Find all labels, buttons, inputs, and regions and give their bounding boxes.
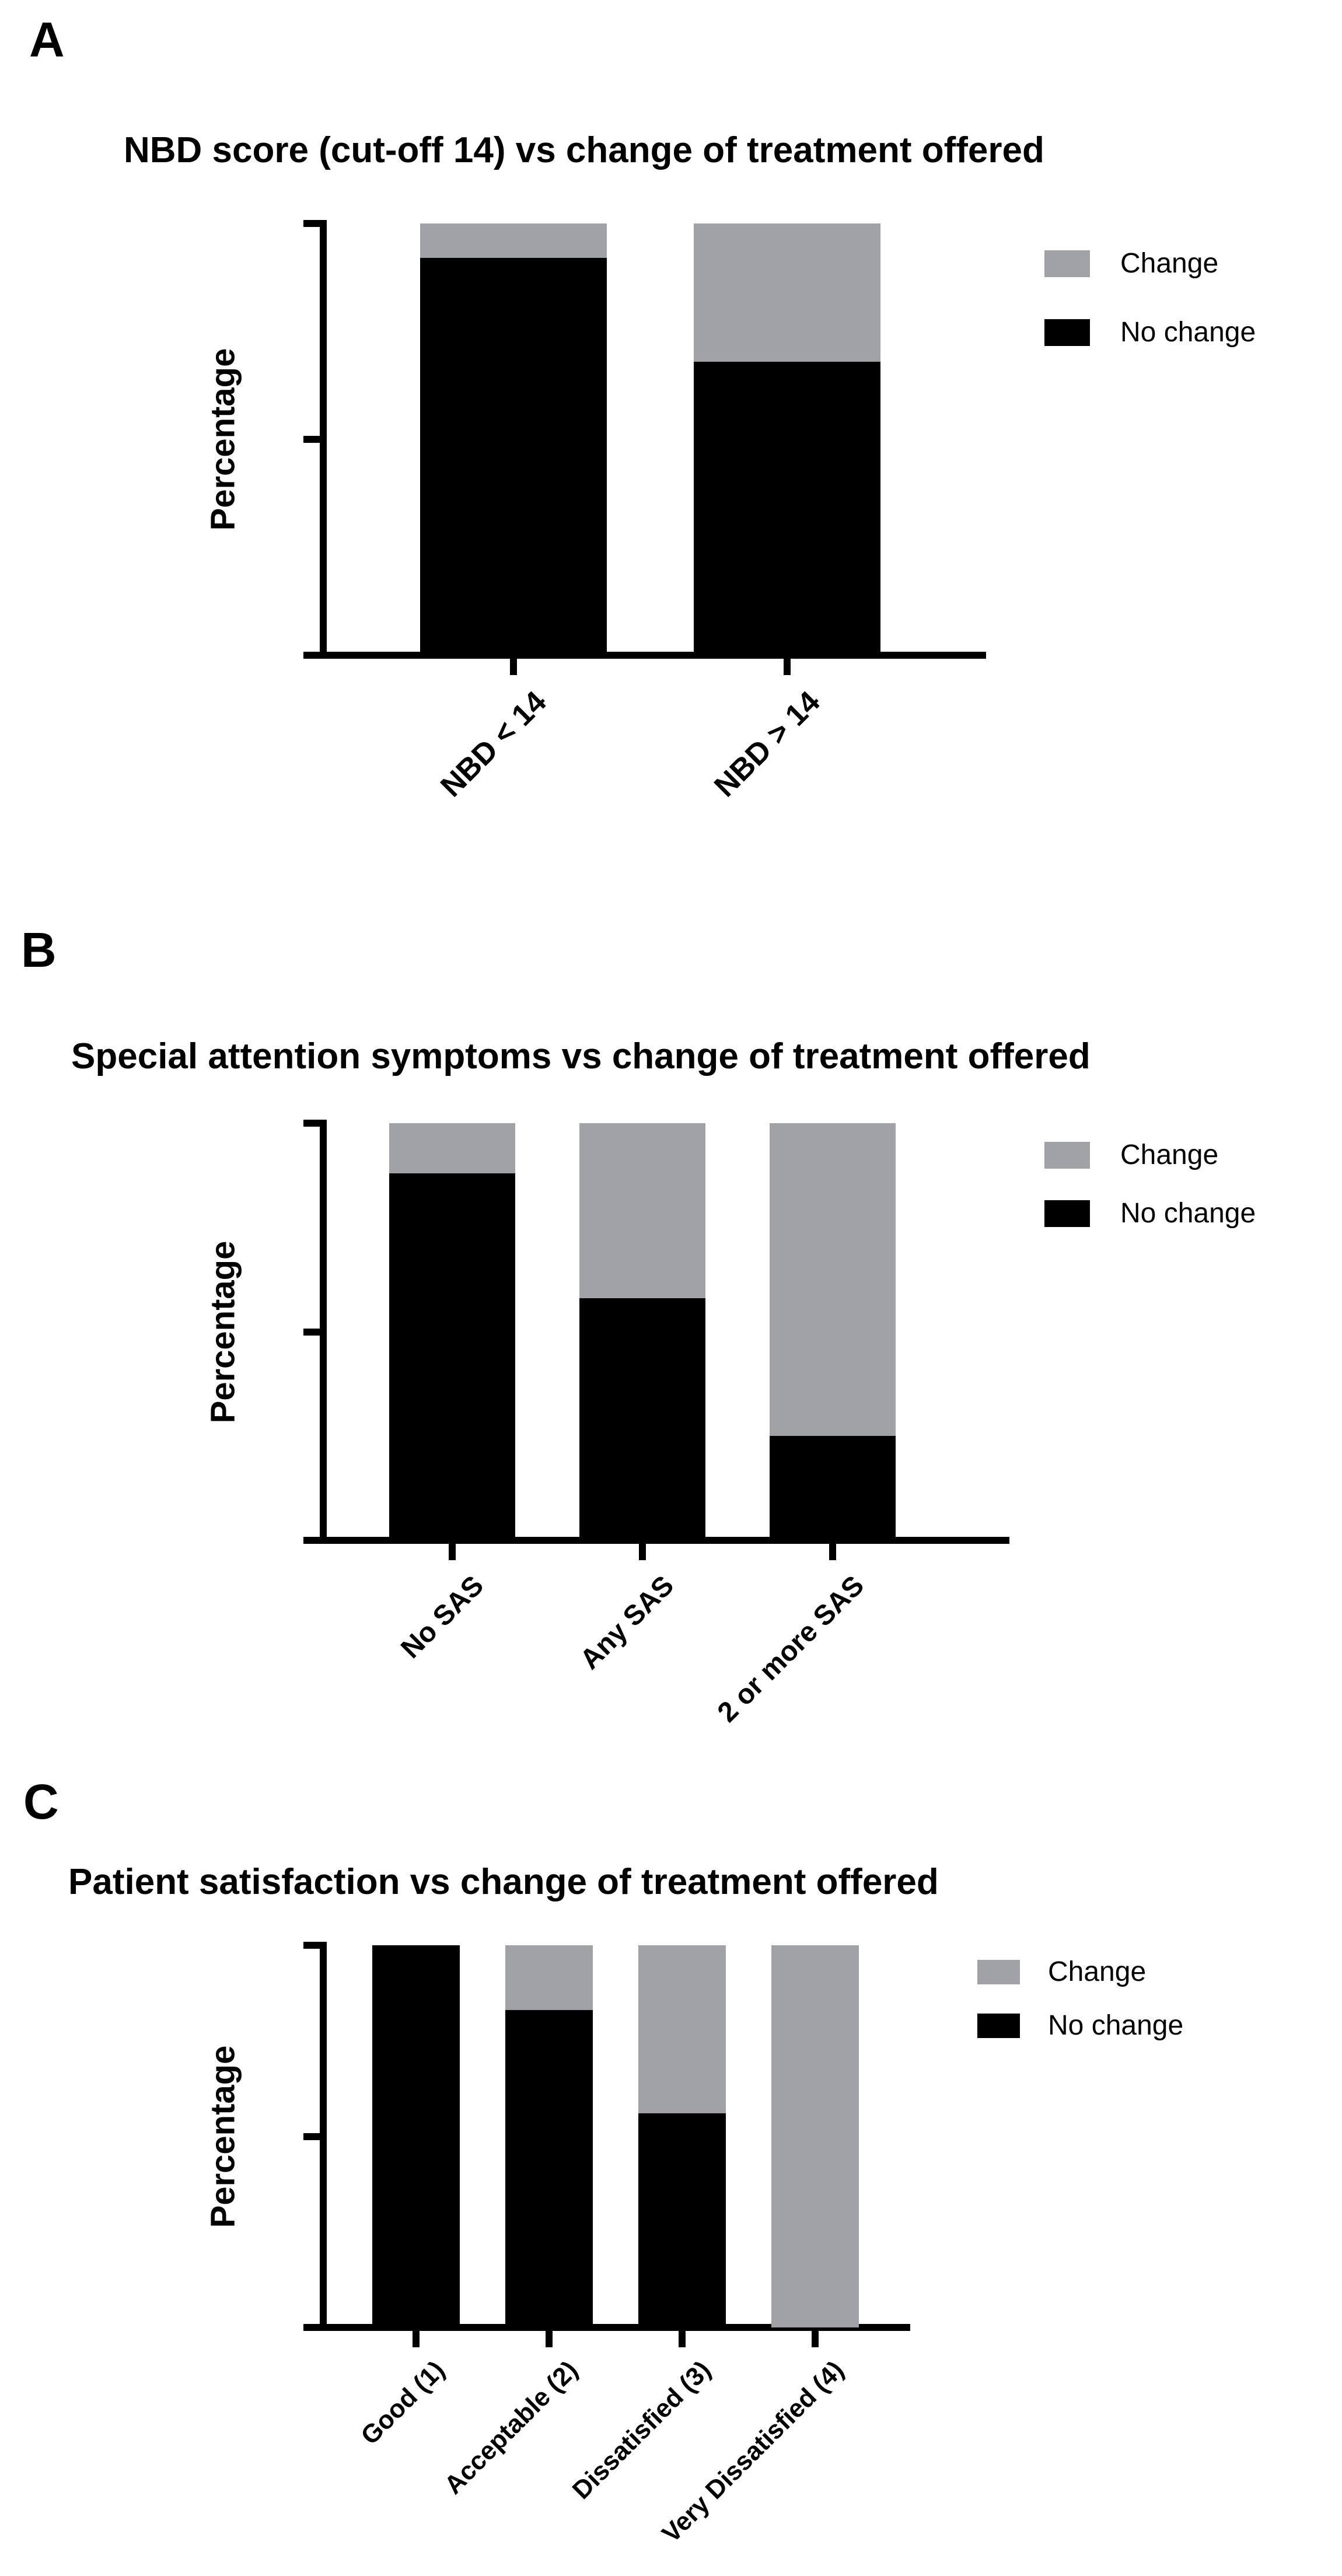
- chart-title: Patient satisfaction vs change of treatm…: [68, 1862, 939, 1902]
- bar-segment-no-change: [420, 258, 607, 655]
- y-axis-label: Percentage: [204, 1240, 242, 1423]
- x-tick-mark: [679, 2331, 686, 2347]
- bar-segment-no-change: [579, 1298, 705, 1540]
- bar-segment-no-change: [505, 2010, 593, 2327]
- bar-segment-change: [694, 223, 880, 362]
- x-tick-label: 2 or more SAS: [711, 1570, 871, 1729]
- legend-item-change: Change: [1044, 247, 1218, 279]
- stacked-bar-nbd-14: [420, 223, 607, 655]
- bar-segment-change: [770, 1123, 896, 1436]
- legend-label-no-change: No change: [1120, 1198, 1256, 1229]
- legend-label-change: Change: [1120, 1140, 1219, 1170]
- legend-label-no-change: No change: [1048, 2010, 1184, 2041]
- y-tick-mark: [303, 436, 320, 443]
- legend-swatch-no-change: [1044, 1200, 1090, 1227]
- legend-swatch-change: [1044, 250, 1090, 277]
- y-tick-mark: [303, 1328, 320, 1336]
- y-axis-line: [320, 1120, 327, 1544]
- y-tick-mark: [303, 2133, 320, 2140]
- bar-segment-change: [389, 1123, 515, 1173]
- stacked-bar-no-sas: [389, 1123, 515, 1540]
- legend-item-no-change: No change: [1044, 1197, 1256, 1229]
- x-tick-mark: [413, 2331, 420, 2347]
- x-tick-mark: [812, 2331, 819, 2347]
- y-tick-mark: [303, 652, 320, 659]
- legend-swatch-change: [977, 1959, 1020, 1984]
- x-tick-label: Any SAS: [574, 1570, 680, 1676]
- x-tick-label: NBD < 14: [434, 684, 553, 804]
- legend-label-change: Change: [1048, 1956, 1147, 1987]
- y-tick-mark: [303, 1120, 320, 1127]
- x-tick-mark: [510, 659, 517, 675]
- chart-title: Special attention symptoms vs change of …: [71, 1036, 1091, 1076]
- legend-item-change: Change: [977, 1956, 1146, 1988]
- stacked-bar-any-sas: [579, 1123, 705, 1540]
- x-tick-mark: [784, 659, 791, 675]
- x-tick-label: NBD > 14: [708, 684, 827, 804]
- y-axis-line: [320, 220, 327, 659]
- bar-segment-no-change: [372, 1945, 460, 2327]
- bar-segment-change: [505, 1945, 593, 2011]
- stacked-bar-2-or-more-sas: [770, 1123, 896, 1540]
- bar-segment-change: [420, 223, 607, 258]
- y-tick-mark: [303, 220, 320, 227]
- stacked-bar-good-1-: [372, 1945, 460, 2327]
- stacked-bar-nbd-14: [694, 223, 880, 655]
- bar-segment-no-change: [638, 2113, 726, 2327]
- bar-segment-change: [638, 1945, 726, 2114]
- legend-swatch-no-change: [977, 2013, 1020, 2038]
- legend-label-change: Change: [1120, 248, 1219, 279]
- x-tick-label: No SAS: [395, 1570, 490, 1665]
- panel-letter: A: [29, 12, 65, 67]
- stacked-bar-very-dissatisfied-4-: [771, 1945, 859, 2327]
- x-tick-mark: [639, 1544, 646, 1560]
- panel-letter: C: [23, 1774, 59, 1829]
- legend-label-no-change: No change: [1120, 317, 1256, 348]
- x-tick-mark: [829, 1544, 836, 1560]
- x-tick-mark: [546, 2331, 553, 2347]
- legend-item-no-change: No change: [1044, 316, 1256, 348]
- bar-segment-no-change: [694, 361, 880, 655]
- x-axis-line: [320, 2324, 910, 2331]
- bar-segment-no-change: [770, 1436, 896, 1540]
- stacked-bar-dissatisfied-3-: [638, 1945, 726, 2327]
- legend-item-no-change: No change: [977, 2009, 1183, 2042]
- panel-letter: B: [21, 922, 57, 977]
- y-axis-label: Percentage: [204, 348, 242, 531]
- y-tick-mark: [303, 1942, 320, 1949]
- bar-segment-no-change: [389, 1173, 515, 1540]
- bar-segment-change: [579, 1123, 705, 1299]
- chart-title: NBD score (cut-off 14) vs change of trea…: [124, 130, 1044, 170]
- x-tick-mark: [449, 1544, 456, 1560]
- y-axis-line: [320, 1942, 327, 2331]
- legend-swatch-change: [1044, 1141, 1090, 1169]
- legend-swatch-no-change: [1044, 319, 1090, 346]
- bar-segment-change: [771, 1945, 859, 2327]
- y-axis-label: Percentage: [204, 2045, 242, 2228]
- stacked-bar-acceptable-2-: [505, 1945, 593, 2327]
- y-tick-mark: [303, 2324, 320, 2331]
- legend-item-change: Change: [1044, 1139, 1218, 1171]
- y-tick-mark: [303, 1537, 320, 1544]
